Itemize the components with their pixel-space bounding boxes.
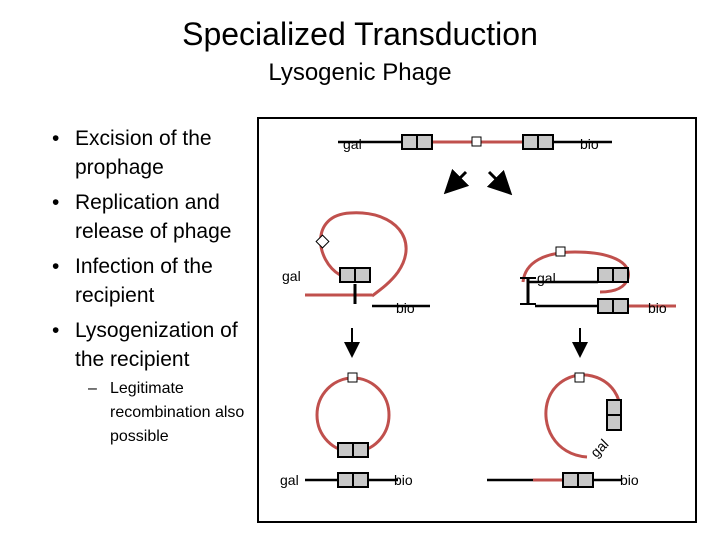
sub-bullet-legitimate-recombination: Legitimate recombination also possible <box>88 377 260 449</box>
excised-phage-bio: gal bio <box>520 246 676 316</box>
phage-marker <box>347 372 358 383</box>
phage-marker <box>315 234 330 249</box>
gene-box <box>522 134 539 150</box>
bio-label: bio <box>396 300 415 316</box>
gene-box <box>597 267 614 283</box>
gene-box <box>339 267 356 283</box>
bio-label: bio <box>394 472 413 488</box>
phage-circle <box>544 373 622 459</box>
transducing-phage-bio: gal <box>544 372 622 461</box>
gal-label: gal <box>282 268 301 284</box>
excision-arrow-left <box>443 168 470 195</box>
gene-box <box>612 298 629 314</box>
slide-title: Specialized Transduction <box>182 16 538 52</box>
phage-marker <box>555 246 566 257</box>
recipient-chromosome-left: gal bio <box>280 472 413 488</box>
gene-box <box>562 472 579 488</box>
gene-box <box>537 134 554 150</box>
recipient-chromosome-right: bio <box>487 472 639 488</box>
diagram-frame <box>257 117 697 523</box>
gene-box <box>612 267 629 283</box>
gene-box <box>597 298 614 314</box>
bio-label: bio <box>620 472 639 488</box>
gene-box <box>416 134 433 150</box>
bullet-list: Excision of the prophage Replication and… <box>48 124 258 380</box>
phage-loop <box>319 211 408 298</box>
prophage-chromosome: gal bio <box>338 134 612 152</box>
gene-box <box>401 134 418 150</box>
slide-subtitle: Lysogenic Phage <box>268 59 452 86</box>
gene-box <box>337 472 354 488</box>
gal-label: gal <box>537 270 556 286</box>
bullet-lysogenization: Lysogenization of the recipient <box>48 316 258 374</box>
bullet-replication: Replication and release of phage <box>48 188 258 246</box>
gene-box <box>354 267 371 283</box>
gal-label: gal <box>280 472 299 488</box>
gene-box <box>577 472 594 488</box>
gene-box <box>337 442 354 458</box>
phage-loop <box>521 250 630 294</box>
gal-label: gal <box>587 436 612 461</box>
gene-box <box>352 472 369 488</box>
gene-box <box>352 442 369 458</box>
transducing-phage-gal <box>315 372 391 458</box>
excised-phage-gal: gal bio <box>282 211 430 316</box>
phage-marker <box>471 136 482 147</box>
bio-label: bio <box>580 136 599 152</box>
gal-label: gal <box>343 136 362 152</box>
phage-marker <box>574 372 585 383</box>
phage-circle <box>315 376 391 454</box>
gene-box <box>606 414 622 431</box>
excision-arrow-right <box>486 169 513 196</box>
bio-label: bio <box>648 300 667 316</box>
bullet-infection: Infection of the recipient <box>48 252 258 310</box>
bullet-excision: Excision of the prophage <box>48 124 258 182</box>
gene-box <box>606 399 622 416</box>
